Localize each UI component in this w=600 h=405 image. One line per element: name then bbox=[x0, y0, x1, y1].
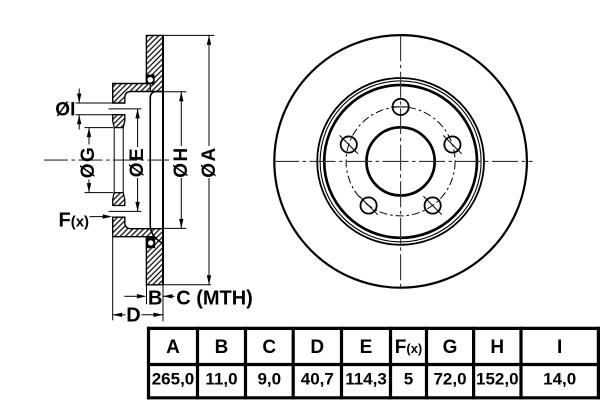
svg-text:D: D bbox=[310, 337, 324, 358]
svg-text:ØE: ØE bbox=[127, 147, 148, 177]
svg-text:H: H bbox=[490, 337, 504, 358]
svg-text:9,0: 9,0 bbox=[257, 370, 281, 389]
svg-text:F(x): F(x) bbox=[395, 337, 423, 358]
svg-text:B: B bbox=[148, 287, 162, 309]
svg-text:265,0: 265,0 bbox=[152, 370, 195, 389]
svg-text:ØI: ØI bbox=[55, 99, 75, 120]
svg-text:40,7: 40,7 bbox=[301, 370, 334, 389]
svg-text:E: E bbox=[360, 337, 373, 358]
svg-text:ØG: ØG bbox=[78, 146, 99, 179]
svg-text:F(x): F(x) bbox=[59, 210, 90, 232]
svg-text:72,0: 72,0 bbox=[433, 370, 466, 389]
svg-text:A: A bbox=[166, 337, 180, 358]
svg-text:G: G bbox=[443, 337, 458, 358]
svg-text:152,0: 152,0 bbox=[476, 370, 519, 389]
svg-text:C: C bbox=[262, 337, 276, 358]
svg-text:ØA: ØA bbox=[199, 146, 220, 178]
svg-text:B: B bbox=[215, 337, 229, 358]
svg-text:ØH: ØH bbox=[171, 146, 192, 178]
svg-text:C (MTH): C (MTH) bbox=[176, 287, 253, 309]
svg-text:D: D bbox=[126, 304, 140, 326]
svg-text:14,0: 14,0 bbox=[543, 370, 576, 389]
svg-text:5: 5 bbox=[404, 370, 413, 389]
svg-text:114,3: 114,3 bbox=[345, 370, 387, 389]
svg-text:I: I bbox=[557, 337, 562, 358]
svg-text:11,0: 11,0 bbox=[205, 370, 237, 389]
